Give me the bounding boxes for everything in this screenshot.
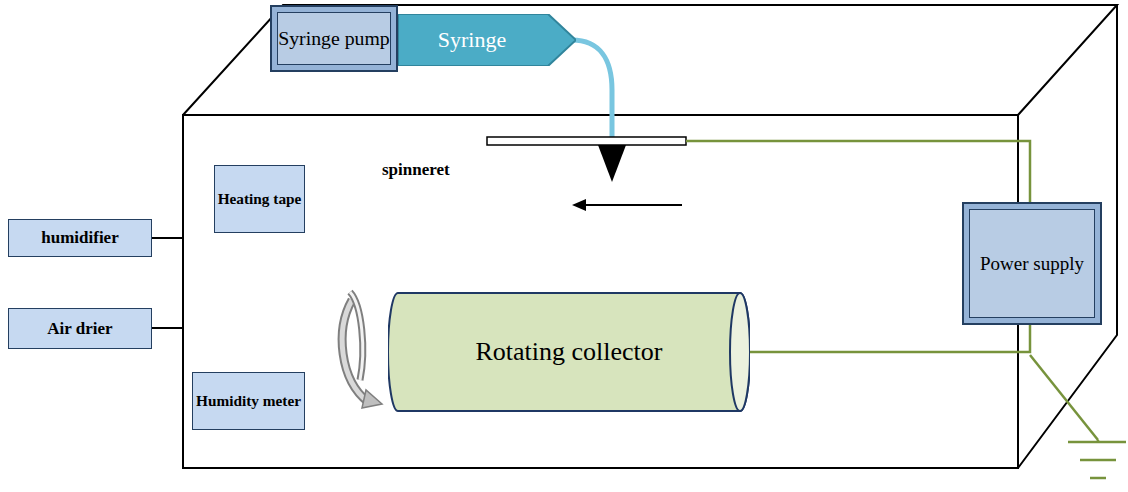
node-text: Power supply xyxy=(980,254,1084,274)
node-text: humidifier xyxy=(41,229,118,247)
rotation-arrow xyxy=(342,292,382,408)
motion-arrow xyxy=(584,204,682,206)
heater-box: Heating tape xyxy=(214,165,305,233)
meter-box: Humidity meter xyxy=(192,372,305,430)
power-box: Power supply xyxy=(962,202,1102,325)
node-text: Syringe xyxy=(438,28,506,51)
node-text: Humidity meter xyxy=(196,393,301,409)
pump-box: Syringe pump xyxy=(270,5,398,72)
collector-cylinder: Rotating collector xyxy=(388,292,750,412)
hv-wire xyxy=(686,141,1030,202)
link-line xyxy=(152,237,183,239)
spinneret-tip xyxy=(598,145,626,182)
part-label: spinneret xyxy=(382,160,450,180)
node-text: Rotating collector xyxy=(475,338,662,365)
chamber-outline xyxy=(183,5,1117,468)
syringe-shape: Syringe xyxy=(398,14,576,66)
link-line xyxy=(152,327,183,329)
drier-box: Air drier xyxy=(8,308,152,349)
feed-tube xyxy=(572,40,612,140)
ground-wire xyxy=(750,325,1030,352)
humidifier-box: humidifier xyxy=(8,219,152,257)
motion-arrowhead xyxy=(572,199,586,211)
node-text: Heating tape xyxy=(218,191,302,207)
ground-symbol xyxy=(1030,355,1126,478)
spinneret-bar xyxy=(487,137,686,145)
node-text: Syringe pump xyxy=(278,28,390,49)
node-text: Air drier xyxy=(47,320,112,338)
